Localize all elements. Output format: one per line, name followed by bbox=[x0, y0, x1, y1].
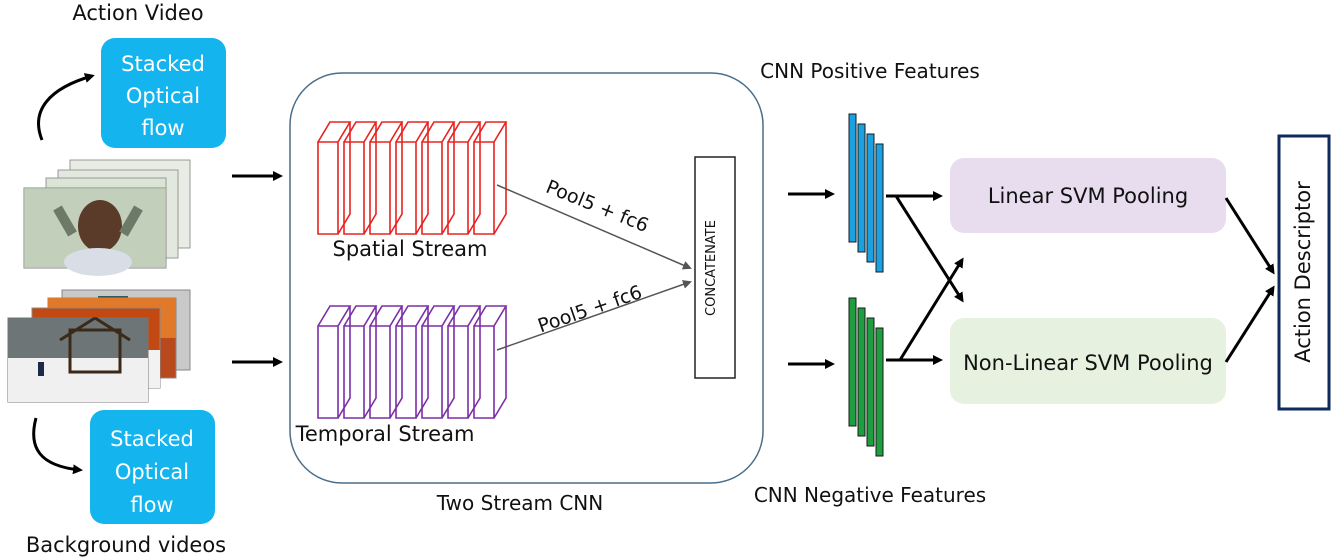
pool-label-bottom: Pool5 + fc6 bbox=[535, 281, 645, 337]
nonlinear-svm-pooling-box bbox=[950, 318, 1226, 404]
pool-arrow-bottom bbox=[496, 280, 692, 351]
spatial-stream-layer bbox=[343, 121, 378, 235]
nonlinear-svm-pooling-label: Non-Linear SVM Pooling bbox=[963, 351, 1213, 375]
temporal-stream-layer bbox=[473, 305, 508, 419]
stacked-optical-flow-top: Stacked Optical flow bbox=[101, 38, 226, 148]
svg-text:Stacked: Stacked bbox=[121, 52, 205, 76]
temporal-stream-layer bbox=[395, 305, 430, 419]
svg-text:Optical: Optical bbox=[115, 460, 189, 484]
background-video-frames bbox=[7, 289, 191, 403]
cnn-negative-features-label: CNN Negative Features bbox=[754, 483, 986, 507]
temporal-stream-layers bbox=[317, 305, 508, 419]
action-descriptor-label: Action Descriptor bbox=[1291, 181, 1315, 363]
action-descriptor-box bbox=[1277, 134, 1331, 411]
curved-arrow-bottom bbox=[32, 417, 83, 475]
spatial-stream-layer bbox=[421, 121, 456, 235]
cnn-positive-features-bars bbox=[848, 113, 884, 273]
temporal-stream-label: Temporal Stream bbox=[295, 422, 475, 446]
positive-feature-bar bbox=[866, 133, 875, 263]
spatial-stream-label: Spatial Stream bbox=[333, 237, 488, 261]
action-video-label: Action Video bbox=[72, 1, 203, 25]
spatial-stream-layer bbox=[369, 121, 404, 235]
action-video-frames bbox=[23, 159, 191, 276]
arrow-linear-to-descriptor bbox=[1224, 197, 1275, 275]
cnn-positive-features-label: CNN Positive Features bbox=[760, 59, 980, 83]
temporal-stream-layer bbox=[447, 305, 482, 419]
positive-feature-bar bbox=[857, 123, 866, 253]
temporal-stream-layer bbox=[369, 305, 404, 419]
spatial-stream-layer bbox=[317, 121, 352, 235]
background-videos-label: Background videos bbox=[26, 533, 226, 557]
two-stream-cnn-label: Two Stream CNN bbox=[436, 491, 603, 515]
positive-feature-bar bbox=[848, 113, 857, 243]
negative-feature-bar bbox=[857, 307, 866, 437]
cnn-negative-features-bars bbox=[848, 297, 884, 457]
temporal-stream-layer bbox=[343, 305, 378, 419]
negative-feature-bar bbox=[848, 297, 857, 427]
linear-svm-pooling-box bbox=[950, 158, 1226, 233]
spatial-stream-layer bbox=[473, 121, 508, 235]
svg-text:Optical: Optical bbox=[126, 84, 200, 108]
concatenate-label: CONCATENATE bbox=[704, 220, 719, 316]
spatial-stream-layer bbox=[447, 121, 482, 235]
positive-feature-bar bbox=[875, 143, 884, 273]
spatial-stream-layers bbox=[317, 121, 508, 235]
stacked-optical-flow-bottom: Stacked Optical flow bbox=[90, 410, 215, 524]
temporal-stream-layer bbox=[317, 305, 352, 419]
linear-svm-pooling-label: Linear SVM Pooling bbox=[988, 184, 1188, 208]
arrow-nonlinear-to-descriptor bbox=[1224, 285, 1275, 363]
pool-arrow-top bbox=[496, 184, 692, 270]
negative-feature-bar bbox=[866, 317, 875, 447]
svg-text:flow: flow bbox=[130, 493, 173, 517]
negative-feature-bar bbox=[875, 327, 884, 457]
curved-arrow-top bbox=[37, 73, 95, 141]
svg-text:Stacked: Stacked bbox=[110, 427, 194, 451]
two-stream-cnn-container bbox=[289, 72, 764, 484]
concatenate-box bbox=[694, 156, 736, 379]
svg-text:flow: flow bbox=[141, 116, 184, 140]
temporal-stream-layer bbox=[421, 305, 456, 419]
spatial-stream-layer bbox=[395, 121, 430, 235]
